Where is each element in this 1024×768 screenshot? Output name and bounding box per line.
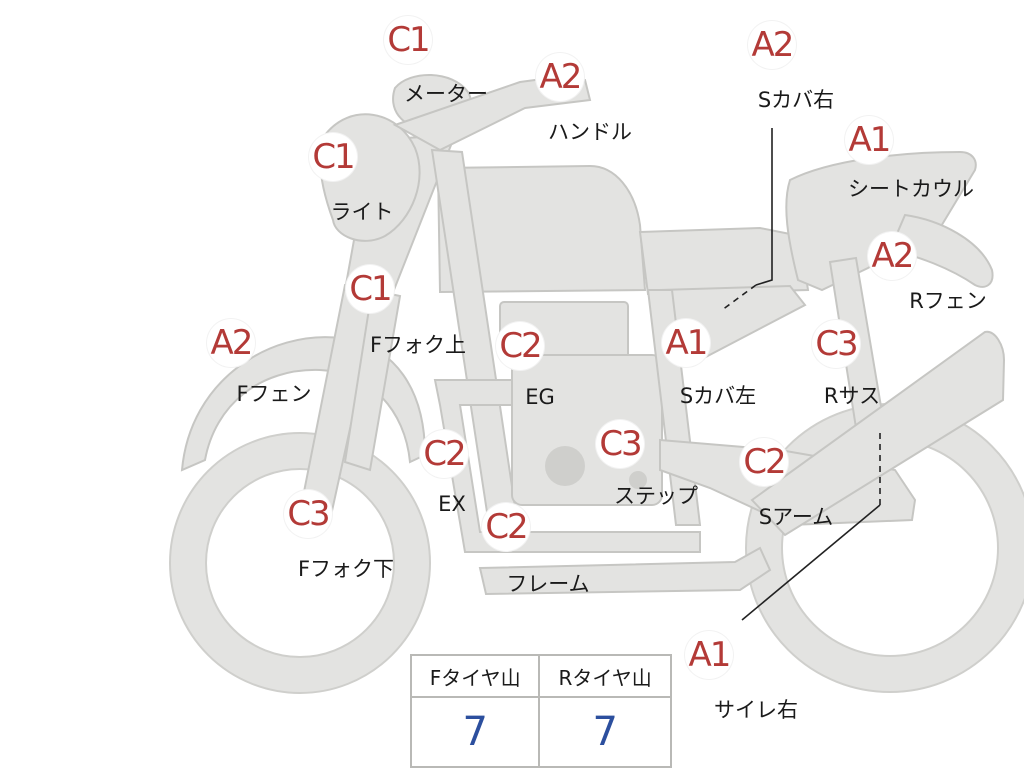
part-label-r-suspension: Rサス — [823, 384, 881, 408]
seat-shape — [638, 226, 810, 296]
part-label-light: ライト — [330, 200, 394, 224]
grade-badge-f-fender: A2 — [207, 319, 255, 367]
part-label-swing-arm: Sアーム — [758, 505, 834, 529]
s-cover-right-leader-dash — [721, 284, 757, 311]
engine-cover — [545, 446, 585, 486]
grade-badge-r-suspension: C3 — [812, 320, 860, 368]
grade-badge-s-cover-left: A1 — [662, 319, 710, 367]
part-label-meter: メーター — [404, 82, 488, 106]
part-label-step: ステップ — [614, 484, 698, 508]
grade-badge-s-cover-right: A2 — [748, 21, 796, 69]
rear-tire-tread-header: Rタイヤ山 — [538, 654, 672, 698]
tire-tread-table: Fタイヤ山 Rタイヤ山 7 7 — [409, 654, 672, 768]
silencer-leader — [741, 504, 881, 621]
grade-badge-exhaust: C2 — [420, 430, 468, 478]
grade-badge-light: C1 — [309, 133, 357, 181]
grade-badge-swing-arm: C2 — [740, 438, 788, 486]
silencer-shape — [750, 330, 1006, 537]
grade-badge-step: C3 — [596, 420, 644, 468]
grade-badge-f-fork-lower: C3 — [284, 490, 332, 538]
s-cover-right-leader — [755, 128, 773, 286]
grade-badge-meter: C1 — [384, 16, 432, 64]
grade-badge-handle: A2 — [536, 53, 584, 101]
part-label-f-fork-lower: Fフォク下 — [297, 557, 395, 581]
grade-badge-engine: C2 — [496, 322, 544, 370]
front-wheel — [169, 432, 431, 694]
exhaust-pipe-shape — [433, 379, 701, 553]
part-label-r-fender: Rフェン — [909, 289, 987, 313]
front-tire-tread-value: 7 — [409, 696, 541, 768]
part-label-frame: フレーム — [506, 572, 590, 596]
tread-header-row: Fタイヤ山 Rタイヤ山 — [409, 654, 672, 698]
part-label-exhaust: EX — [438, 492, 466, 516]
part-label-handle: ハンドル — [548, 120, 632, 144]
frame-lower-rail — [478, 546, 772, 596]
grade-badge-seat-cowl: A1 — [845, 116, 893, 164]
grade-badge-r-fender: A2 — [868, 232, 916, 280]
part-label-s-cover-left: Sカバ左 — [679, 384, 757, 408]
part-label-engine: EG — [525, 385, 555, 409]
tread-value-row: 7 7 — [409, 696, 672, 768]
part-label-seat-cowl: シートカウル — [848, 177, 974, 201]
part-label-f-fork-upper: Fフォク上 — [369, 333, 467, 357]
grade-badge-frame: C2 — [482, 503, 530, 551]
part-label-s-cover-right: Sカバ右 — [757, 88, 835, 112]
rear-tire-tread-value: 7 — [538, 696, 672, 768]
grade-badge-f-fork-upper: C1 — [346, 265, 394, 313]
rear-fender-shape — [888, 213, 994, 288]
part-label-silencer-right: サイレ右 — [714, 698, 798, 722]
step-peg-left — [629, 471, 647, 489]
grade-badge-silencer-right: A1 — [685, 631, 733, 679]
front-tire-tread-header: Fタイヤ山 — [409, 654, 541, 698]
part-label-f-fender: Fフェン — [236, 382, 312, 406]
